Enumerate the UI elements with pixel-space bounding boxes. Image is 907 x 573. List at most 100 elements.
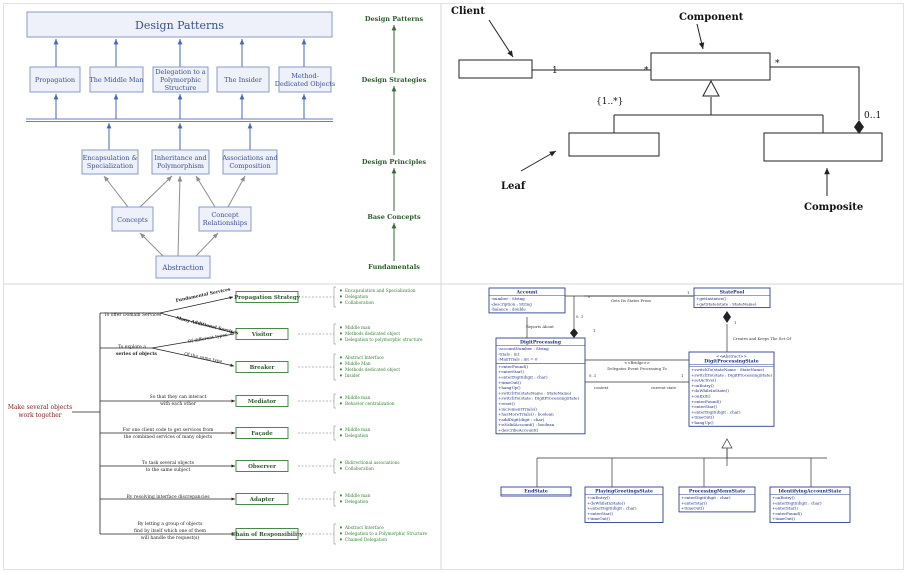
- bullet-marker: [340, 356, 342, 359]
- component-multiplicity: *: [644, 66, 649, 76]
- account-diamond: [570, 328, 578, 338]
- client-label: Client: [451, 6, 485, 17]
- uml-member: +switchTo(state : DigitProcessingState): [691, 372, 773, 377]
- label-creates-keeps: Creates and Keeps The Set Of: [733, 336, 791, 341]
- uml-member: +timeOut(): [772, 516, 795, 521]
- pattern-box: [235, 361, 289, 373]
- label-context: context: [594, 385, 609, 390]
- uml-member: +enterStar(): [498, 369, 524, 374]
- uml-class-name: ProcessingMenuState: [689, 489, 745, 495]
- pattern-box: [235, 493, 289, 505]
- uml-member: +hasMoreTrials() : boolean: [498, 412, 554, 417]
- pattern-box: [235, 460, 289, 472]
- uml-member: +hangUp(): [498, 385, 521, 390]
- uml-class-box: [495, 337, 586, 435]
- branch-same-type: Of the same type: [184, 351, 224, 365]
- principle-label-encapsulation: Encapsulation &Specialization: [83, 154, 138, 170]
- uml-member: +getInstance(): [696, 296, 727, 301]
- pattern-bullet: Collaboration: [345, 466, 374, 471]
- bullet-marker: [340, 402, 342, 405]
- branch-chain-1: By letting a group of objects: [138, 521, 203, 527]
- uml-class-box: [488, 287, 566, 314]
- bullet-bracket: [333, 393, 336, 409]
- uml-class-box: [500, 486, 572, 497]
- label-bridge-1: <<Bridge>>: [624, 360, 650, 365]
- bullet-marker: [340, 532, 342, 535]
- design-hierarchy-diagram: Design Patterns Propagation The Middle M…: [26, 11, 427, 279]
- composite-box: [763, 132, 883, 162]
- uml-member: +enterStar(): [681, 500, 707, 505]
- uml-member: +doWhileInState(): [691, 388, 729, 393]
- abstraction-label: Abstraction: [161, 264, 204, 272]
- pattern-bullet: Abstract Interface: [344, 525, 384, 530]
- uml-member: +timeOut(): [691, 415, 714, 420]
- pattern-name: Visitor: [251, 332, 273, 338]
- principle-box: [81, 149, 139, 175]
- pattern-bullet: Delegation: [345, 294, 368, 299]
- branch-observer-2: to the same subject: [146, 467, 191, 473]
- uml-member: +onEntry(): [772, 495, 795, 500]
- bullet-marker: [340, 396, 342, 399]
- uml-member: +onEntry(): [691, 383, 714, 388]
- pattern-name: Chain of Responsibility: [231, 532, 303, 538]
- strategy-box: [278, 66, 332, 93]
- uml-member: -accountNumber : String: [498, 346, 549, 351]
- bullet-bracket: [333, 425, 336, 441]
- label-m-01: 0..1: [576, 314, 583, 319]
- bullet-bracket: [333, 353, 336, 381]
- pattern-bullet: Encapsulation and Specialization: [345, 288, 416, 293]
- strategy-label-method-dedicated: Method-Dedicated Objects: [275, 72, 335, 88]
- strategy-label-middle-man: The Middle Man: [89, 76, 143, 84]
- branch-mediator-2: with each other: [160, 401, 197, 407]
- pattern-decision-tree: Propagation StrategyVisitorBreakerMediat…: [8, 286, 428, 545]
- uml-member: +setActive(): [691, 378, 717, 383]
- label-m-1a: 1: [687, 290, 689, 295]
- branch-fundamental-services: Fundamental Services: [175, 286, 231, 304]
- pattern-bullet: Middle man: [345, 325, 371, 330]
- pattern-name: Façade: [251, 431, 273, 437]
- ladder-design-strategies: Design Strategies: [362, 76, 427, 84]
- branch-mediator-1: So that they can interact: [150, 394, 207, 400]
- uml-member: +isValidAccount() : boolean: [498, 422, 555, 427]
- branch-facade-1: For one client code to get services from: [123, 427, 215, 433]
- uml-class-name: PlayingGreetingsState: [595, 489, 653, 495]
- pattern-bullet: Delegation to a Polymorphic Structure: [345, 531, 428, 536]
- label-m-1d: 1: [734, 320, 736, 325]
- bullet-marker: [340, 338, 342, 341]
- uml-class-box: [769, 486, 851, 523]
- uml-class-name: Account: [515, 290, 538, 296]
- strategy-box: [89, 66, 144, 93]
- uml-member: +enterPound(): [498, 364, 528, 369]
- bullet-marker: [340, 362, 342, 365]
- strategy-label-insider: The Insider: [224, 76, 263, 84]
- pattern-bullet: Bidirectional associations: [345, 460, 400, 465]
- pattern-box: [235, 427, 289, 439]
- pattern-bullet: Insider: [345, 373, 360, 378]
- leaf-label: Leaf: [501, 181, 526, 192]
- strategy-boxes: [29, 66, 332, 93]
- uml-class-name: DigitProcessing: [520, 340, 562, 346]
- strategy-label-propagation: Propagation: [35, 76, 75, 84]
- pattern-bullet: Abstract Interface: [344, 355, 384, 360]
- uml-member: -trials : int: [498, 351, 520, 356]
- component-box: [650, 52, 771, 81]
- bullet-marker: [340, 295, 342, 298]
- uml-member: -MaxTrials : int = 0: [498, 357, 538, 362]
- component-right-multiplicity: *: [775, 59, 780, 69]
- bullet-bracket: [333, 323, 336, 345]
- bullet-marker: [340, 301, 342, 304]
- bullet-marker: [340, 326, 342, 329]
- uml-member: -description : String: [491, 301, 532, 306]
- bullet-marker: [340, 461, 342, 464]
- bullet-marker: [340, 434, 342, 437]
- principle-box: [151, 149, 210, 175]
- component-label: Component: [679, 12, 744, 23]
- bullet-marker: [340, 500, 342, 503]
- uml-class-name: IdentifyingAccountState: [779, 489, 842, 495]
- uml-member: +switchTo(stateName : StateName): [691, 367, 765, 372]
- pattern-bullet: Methods dedicated object: [345, 331, 400, 336]
